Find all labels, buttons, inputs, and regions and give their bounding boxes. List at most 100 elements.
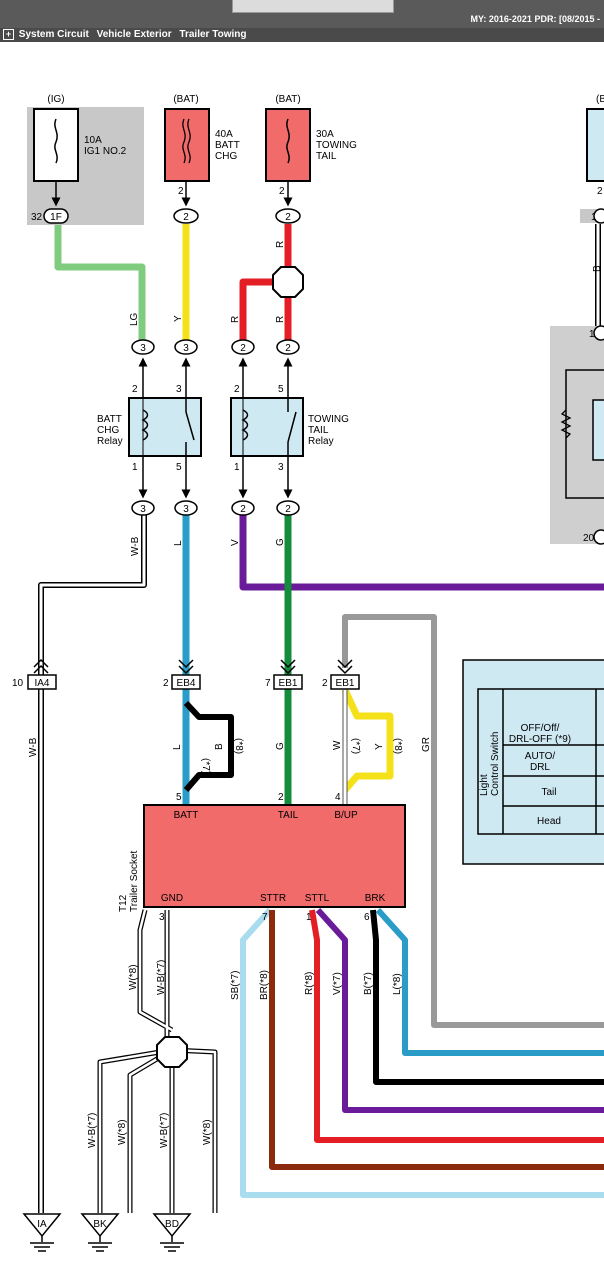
label-ground-wire: W-B(*7) <box>159 1113 170 1148</box>
socket-term: TAIL <box>278 810 299 821</box>
signal-arrows <box>138 357 293 499</box>
ground-bk: BK <box>80 1213 120 1252</box>
socket-pin: 6 <box>364 912 370 923</box>
relay-name-3: Relay <box>308 436 334 447</box>
connector-id: EB4 <box>177 678 196 689</box>
wire-sb <box>240 907 604 1198</box>
pin-oval: 2 <box>285 504 291 515</box>
ground-label: IA <box>37 1219 47 1230</box>
label-b: B <box>214 743 225 750</box>
trailer-socket: BATT TAIL B/UP 5 2 4 GND STTR STTL BRK 3… <box>118 792 406 923</box>
inline-connectors: IA4 10 EB4 2 EB1 7 EB1 2 <box>12 658 360 690</box>
label-w: W <box>332 740 343 750</box>
wires <box>38 224 604 1213</box>
pin-number: 1 <box>589 329 595 340</box>
label-l: L <box>173 540 184 546</box>
switch-position: AUTO/ <box>525 751 556 762</box>
ground-ia: IA <box>22 1213 62 1252</box>
wire-b-bottom <box>370 909 604 1085</box>
model-year-info: MY: 2016-2021 PDR: [08/2015 - <box>470 14 600 24</box>
grounds: IA BK BD <box>22 1213 192 1252</box>
breadcrumb-group[interactable]: Vehicle Exterior <box>96 29 172 40</box>
label-variant: (*8) <box>392 738 403 754</box>
breadcrumb: + System Circuit Vehicle Exterior Traile… <box>0 28 604 42</box>
app-toolbar: MY: 2016-2021 PDR: [08/2015 - <box>0 0 604 28</box>
pin-oval: 2 <box>285 343 291 354</box>
fuse-name: IG1 NO.2 <box>84 146 127 157</box>
connector-pin: 2 <box>322 678 328 689</box>
relay-name-1: TOWING <box>308 414 349 425</box>
window-tab[interactable] <box>232 0 394 13</box>
label-r: R <box>275 316 286 323</box>
wire-v <box>239 514 604 591</box>
label-r: R <box>230 316 241 323</box>
socket-pin: 4 <box>335 792 341 803</box>
socket-pin: 7 <box>262 912 268 923</box>
relay-pin: 5 <box>176 462 182 473</box>
breadcrumb-page[interactable]: Trailer Towing <box>179 29 247 40</box>
label-g: G <box>275 742 286 750</box>
label-ground-wire: W(*8) <box>117 1119 128 1145</box>
label-r: R <box>275 241 286 248</box>
relay-name-3: Relay <box>97 436 123 447</box>
pin-number: 2 <box>178 186 184 197</box>
wire-br <box>269 910 604 1170</box>
pin-number: 20 <box>583 533 595 544</box>
fuse-towing-tail: (BAT) 30A TOWING TAIL 2 2 <box>265 94 357 224</box>
label-w-b-7: W-B(*7) <box>156 960 167 995</box>
relay-pin: 1 <box>132 462 138 473</box>
relay-pin: 3 <box>176 384 182 395</box>
socket-pin: 5 <box>176 792 182 803</box>
pin-oval: 3 <box>183 504 189 515</box>
fuse-rating: 10A <box>84 135 102 146</box>
fuse-ig1-no2: (IG) 10A IG1 NO.2 1F 32 <box>27 94 144 225</box>
ground-splice <box>156 1036 188 1068</box>
ground-label: BD <box>165 1219 179 1230</box>
connector-pin: 1F <box>50 212 62 223</box>
connector-id: EB1 <box>336 678 355 689</box>
relay-batt-chg: 2 3 1 5 BATT CHG Relay <box>97 384 202 473</box>
label-v-7: V(*7) <box>332 972 343 995</box>
relay-name-1: BATT <box>97 414 122 425</box>
fuse-name-1: BATT <box>215 140 240 151</box>
switch-position: OFF/Off/ <box>521 723 560 734</box>
expand-icon[interactable]: + <box>3 28 14 40</box>
socket-term: GND <box>161 893 183 904</box>
label-l: L <box>172 744 183 750</box>
partial-component-right: 1 20 <box>550 325 604 545</box>
fuse-supply: (BAT) <box>173 94 198 105</box>
label-variant: (*8) <box>233 738 244 754</box>
pin-oval: 2 <box>240 343 246 354</box>
relay-name-2: CHG <box>97 425 119 436</box>
fuse-supply: (B <box>596 94 604 105</box>
wire-labels-lower: W(*8) W-B(*7) SB(*7) BR(*8) R(*8) V(*7) … <box>87 960 403 1148</box>
fuse-name-1: TOWING <box>316 140 357 151</box>
fuse-name-2: CHG <box>215 151 237 162</box>
relay-connectors: 3 3 2 2 3 3 2 2 <box>131 339 300 516</box>
ground-bd: BD <box>152 1213 192 1252</box>
pin-number: 2 <box>279 186 285 197</box>
pin-oval: 3 <box>140 504 146 515</box>
relay-pin: 5 <box>278 384 284 395</box>
connector-pin: 2 <box>183 212 189 223</box>
switch-title-1: Light <box>479 774 490 796</box>
pin-number: 2 <box>597 186 603 197</box>
socket-pin: 3 <box>159 912 165 923</box>
breadcrumb-system[interactable]: System Circuit <box>18 29 89 40</box>
socket-name: Trailer Socket <box>129 850 140 912</box>
socket-term: B/UP <box>334 810 358 821</box>
label-variant: (*7) <box>200 758 211 774</box>
ground-label: BK <box>93 1219 107 1230</box>
switch-position: Head <box>537 816 561 827</box>
connector-pin: 10 <box>12 678 24 689</box>
socket-pin: 2 <box>278 792 284 803</box>
switch-title-2: Control Switch <box>490 732 501 796</box>
label-y: Y <box>374 743 385 750</box>
fuse-rating: 30A <box>316 129 334 140</box>
socket-term: BATT <box>174 810 199 821</box>
label-g: G <box>275 538 286 546</box>
label-ground-wire: W(*8) <box>202 1119 213 1145</box>
label-br-8: BR(*8) <box>259 970 270 1000</box>
label-gr: GR <box>421 737 432 752</box>
fuse-supply: (BAT) <box>275 94 300 105</box>
